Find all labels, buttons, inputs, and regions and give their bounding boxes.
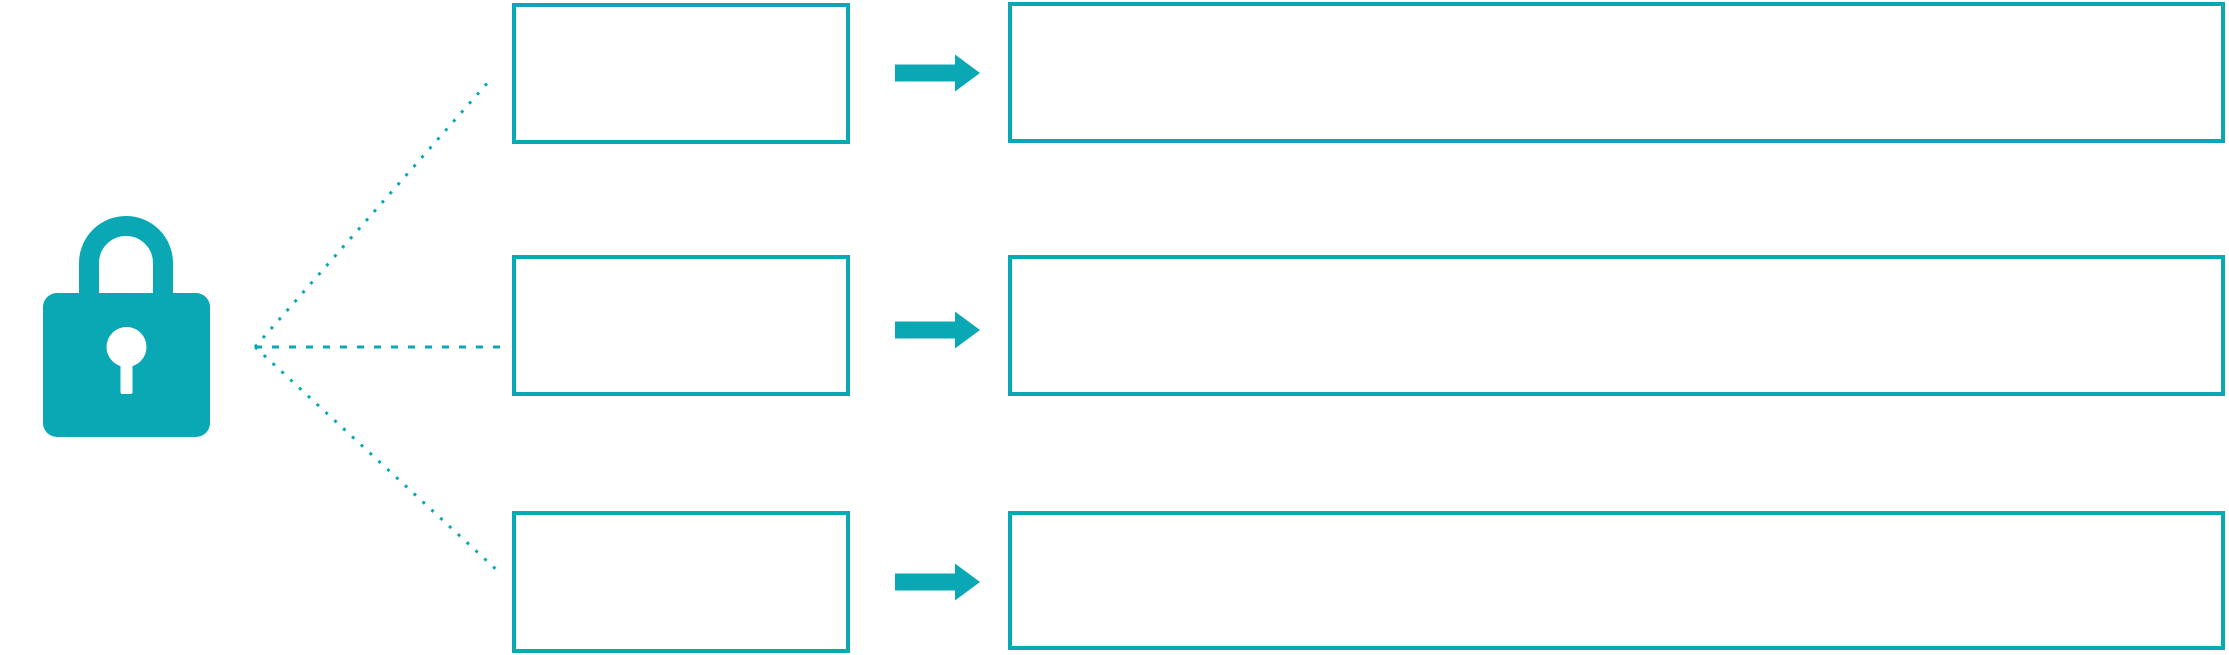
topic-box-1 xyxy=(512,3,850,144)
arrow-right-icon xyxy=(895,54,980,92)
lock-shackle xyxy=(79,216,173,312)
topic-box-3 xyxy=(512,511,850,653)
topic-box-2 xyxy=(512,255,850,396)
connector-line-bottom xyxy=(253,345,502,575)
detail-box-2 xyxy=(1008,255,2225,396)
detail-box-1 xyxy=(1008,2,2225,143)
connector-lines xyxy=(253,79,502,575)
lock-keyhole-stem xyxy=(120,347,133,394)
connector-line-top xyxy=(253,79,492,348)
lock-icon xyxy=(43,216,210,437)
detail-box-3 xyxy=(1008,511,2225,650)
lock-body xyxy=(43,293,210,437)
arrow-right-icon xyxy=(895,311,980,349)
lock-keyhole-circle xyxy=(106,327,147,367)
arrow-right-icon xyxy=(895,563,980,601)
